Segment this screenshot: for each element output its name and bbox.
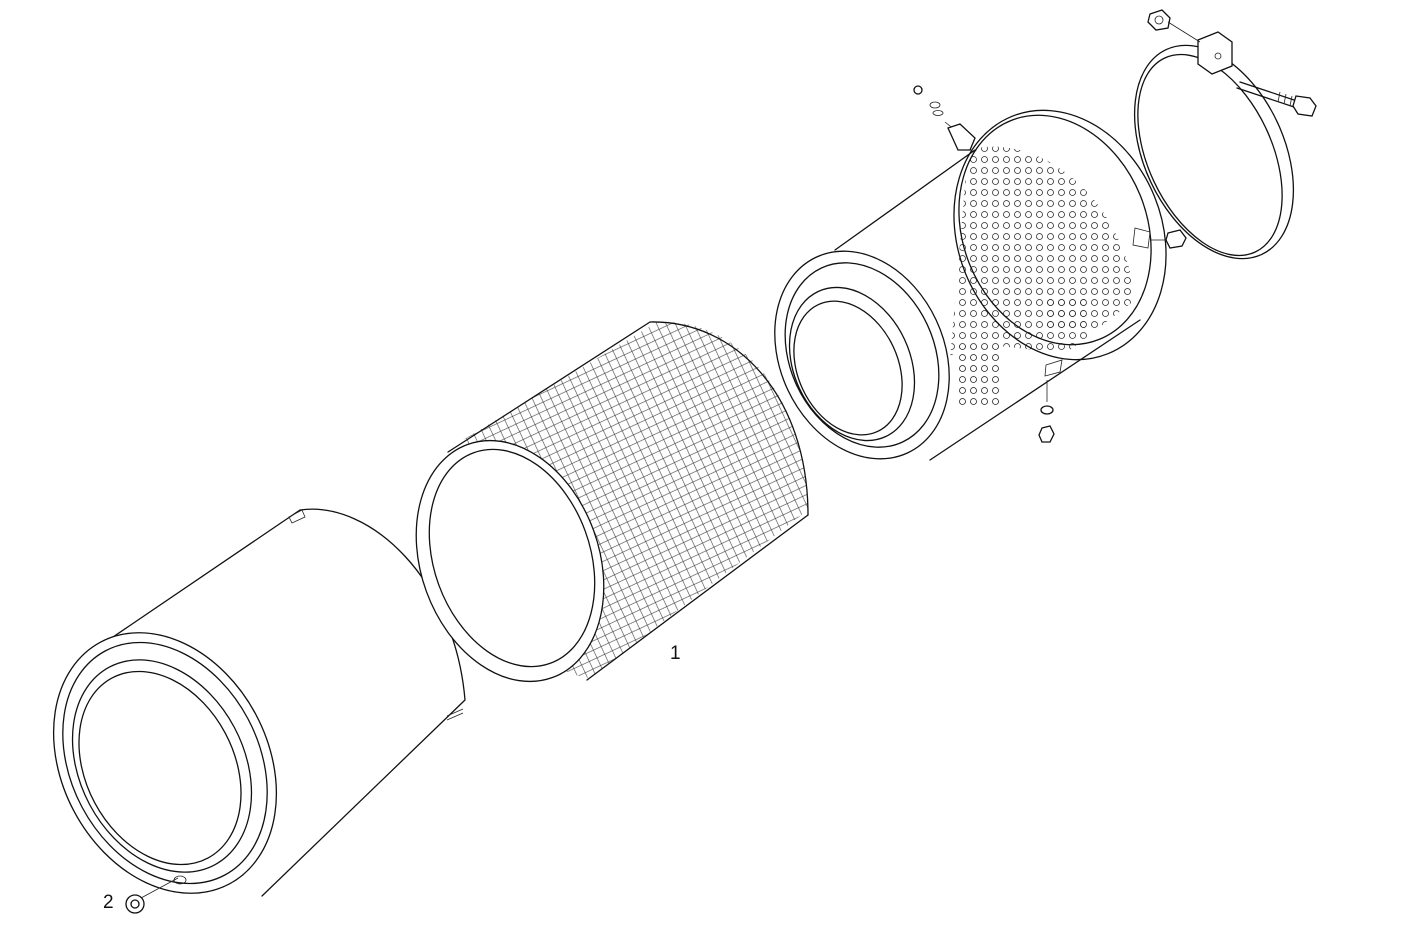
- callout-2: 2: [103, 892, 114, 913]
- bolt-top-right[interactable]: [1236, 81, 1317, 117]
- callout-1: 1: [670, 643, 681, 664]
- washer-bracket-bottom[interactable]: [1038, 380, 1055, 443]
- nut-housing-right[interactable]: [1150, 229, 1187, 249]
- mounting-band[interactable]: [1103, 20, 1325, 284]
- perforated-housing[interactable]: [742, 78, 1202, 487]
- filter-element[interactable]: [384, 321, 809, 708]
- washer-bracket-top[interactable]: [913, 85, 976, 151]
- washer-2[interactable]: [125, 877, 179, 914]
- nut-top[interactable]: [1147, 9, 1201, 43]
- outer-cover[interactable]: [10, 508, 466, 932]
